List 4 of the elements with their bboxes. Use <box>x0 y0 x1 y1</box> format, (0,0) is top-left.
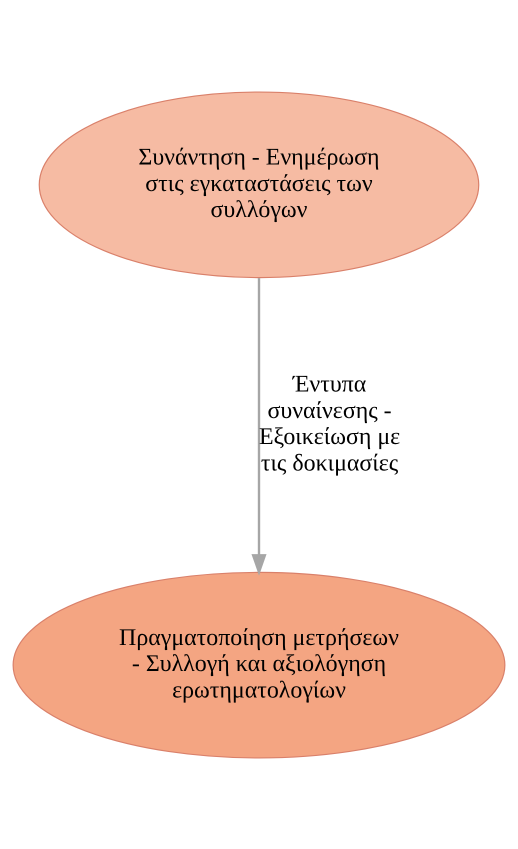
node-ellipse: Πραγματοποίηση μετρήσεων - Συλλογή και αξιολόγηση ερωτηματολογίων <box>12 571 506 758</box>
arrow <box>251 278 267 576</box>
edge-label: Έντυπα συναίνεσης - Εξοικείωση με τις δοκιμασίες <box>258 371 400 476</box>
node-ellipse: Συνάντηση - Ενημέρωση στις εγκαταστάσεις των συλλόγων <box>38 90 480 278</box>
